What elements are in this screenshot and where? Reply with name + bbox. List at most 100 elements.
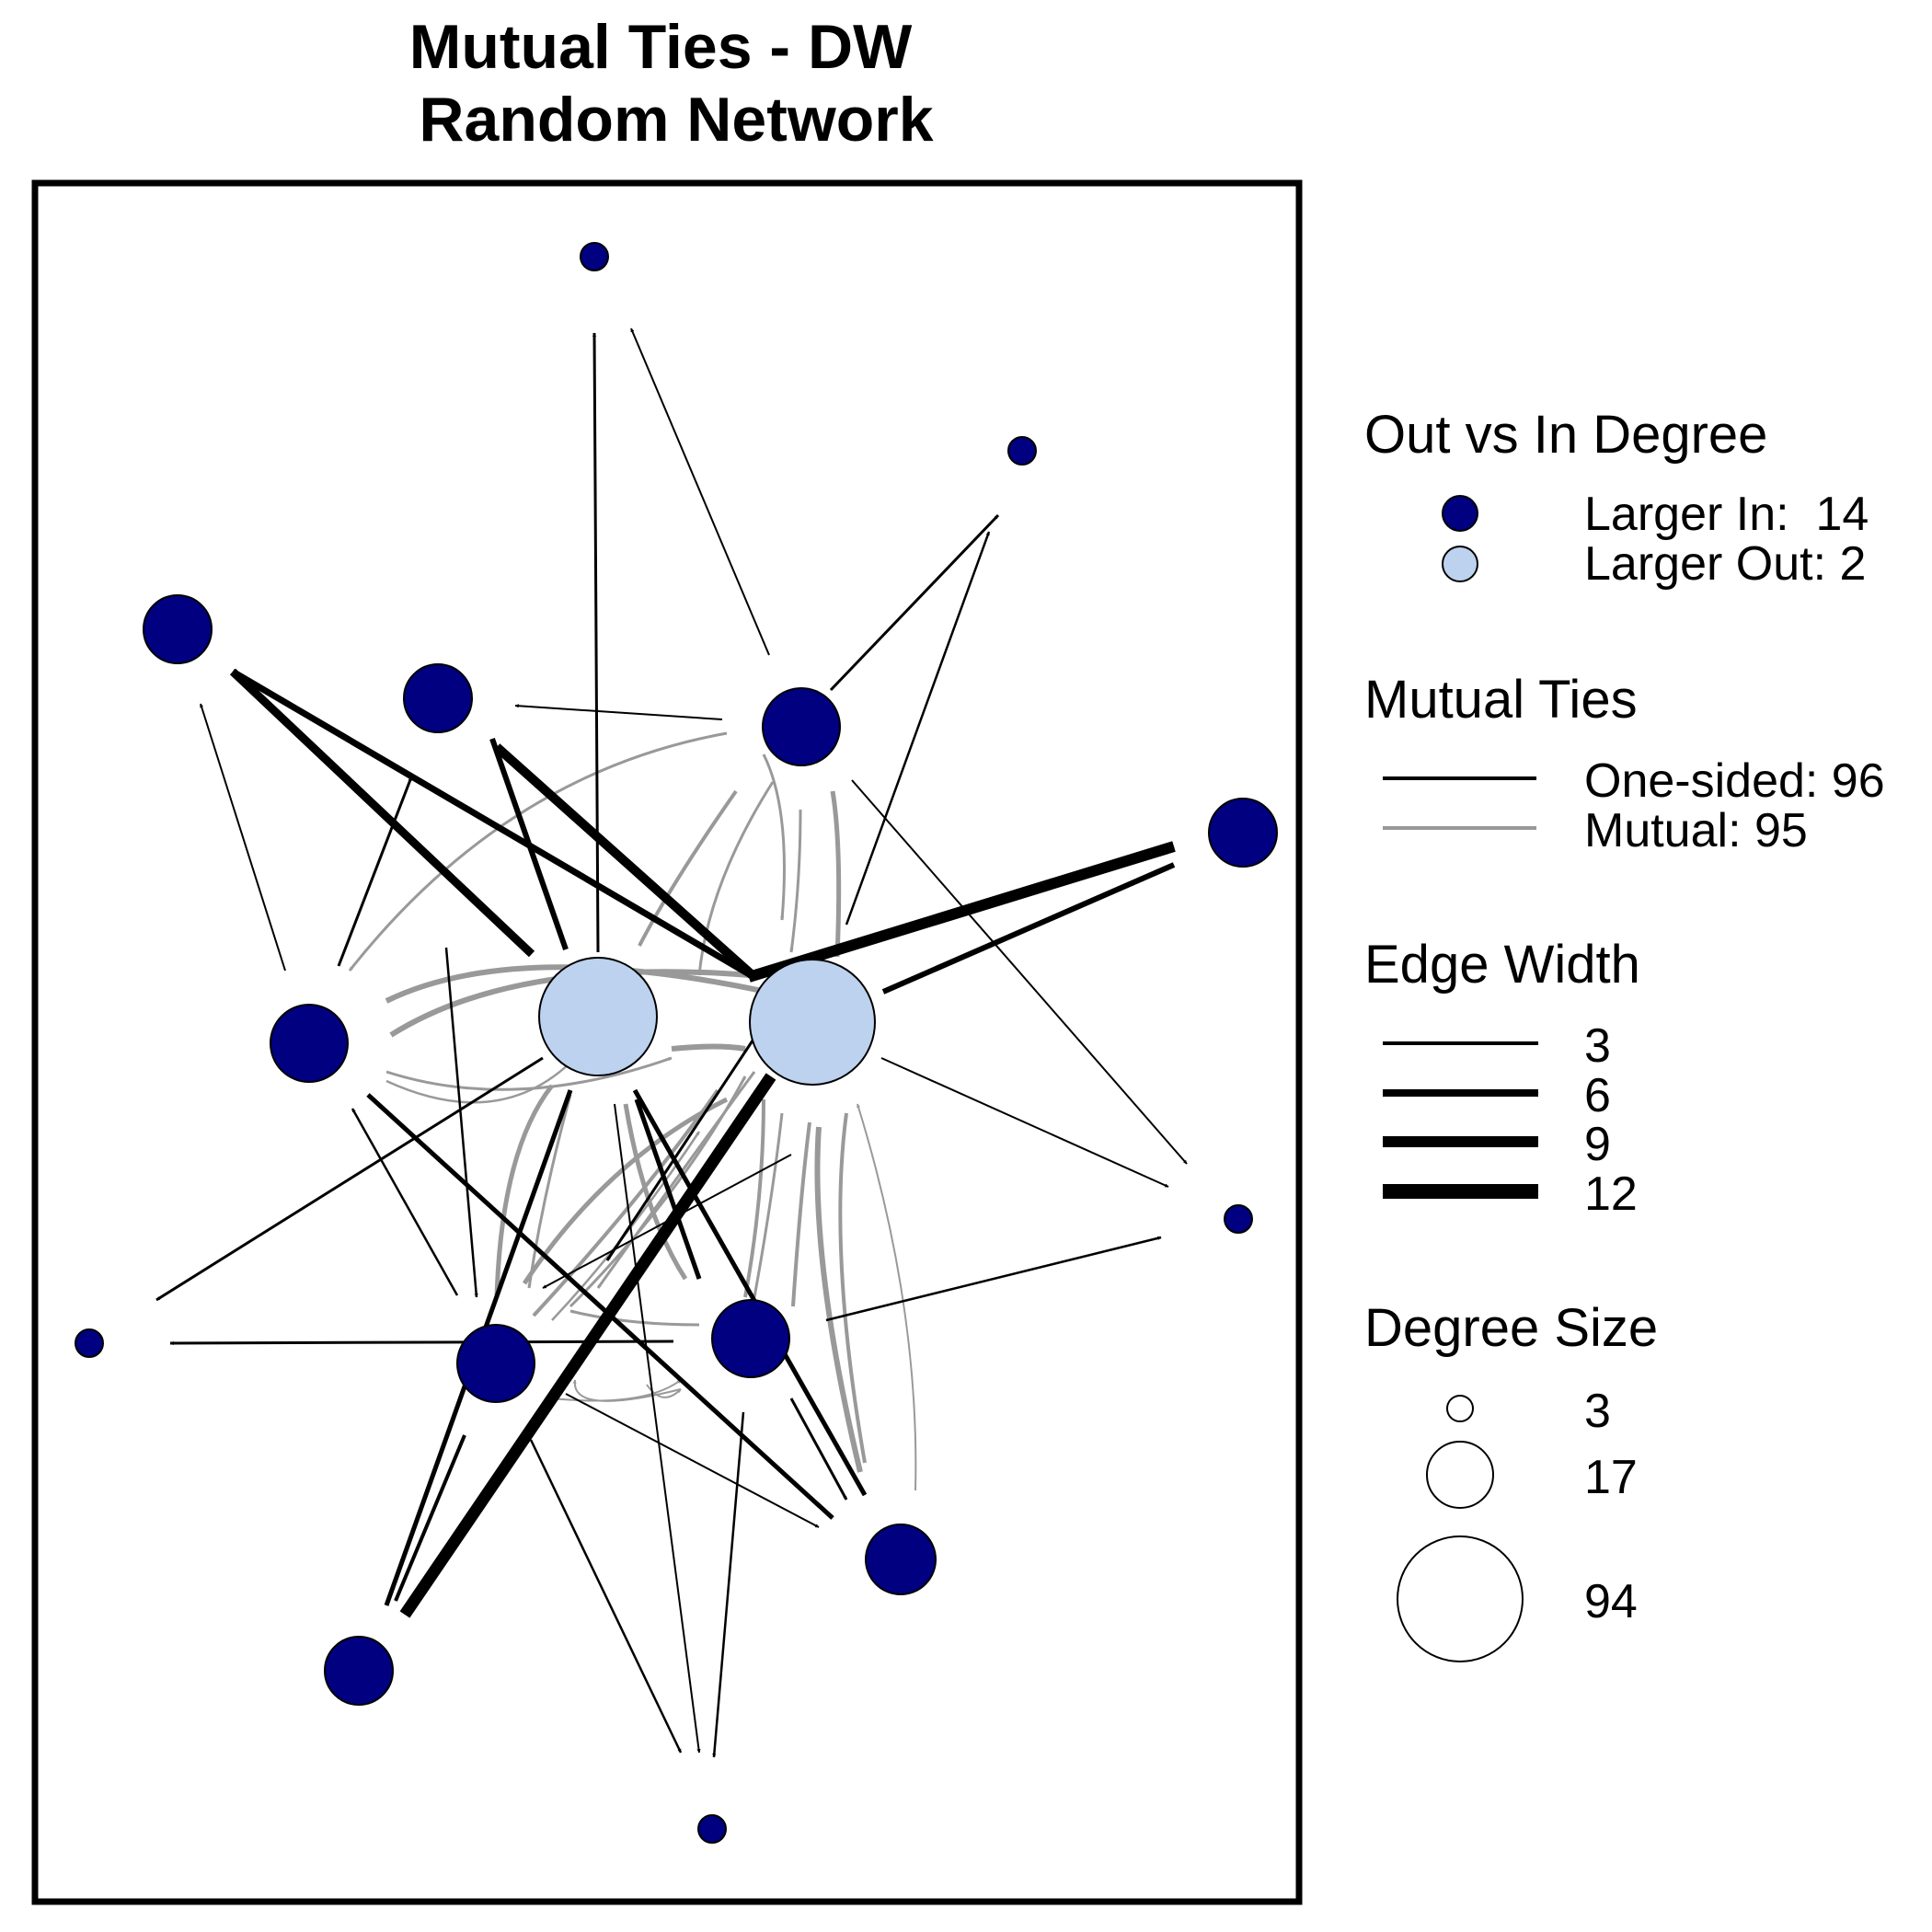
- mutual-edge: [596, 1071, 756, 1289]
- legend-larger-in-marker: [1442, 495, 1478, 532]
- mutual-edge: [389, 969, 751, 1038]
- legend-width-3-label: 3: [1584, 1019, 1611, 1073]
- node-n-far-right: [1208, 798, 1278, 868]
- one-sided-edge: [529, 1439, 683, 1754]
- mutual-edge: [814, 1126, 863, 1473]
- one-sided-edge: [565, 1393, 820, 1528]
- legend-size-17-marker: [1426, 1441, 1494, 1509]
- one-sided-edge: [351, 1108, 459, 1296]
- legend-width-12-label: 12: [1584, 1167, 1638, 1221]
- one-sided-edge: [155, 1056, 544, 1302]
- one-sided-edge: [747, 841, 1176, 983]
- node-hub-right: [749, 959, 876, 1086]
- mutual-edge: [527, 1094, 572, 1289]
- legend-width-9-label: 9: [1584, 1118, 1611, 1171]
- legend: Out vs In Degree Larger In: 14 Larger Ou…: [1364, 405, 1885, 1662]
- mutual-edge: [646, 1384, 682, 1398]
- one-sided-edge: [229, 668, 535, 958]
- one-sided-edge: [880, 1057, 1169, 1188]
- mutual-edge: [551, 1379, 682, 1402]
- mutual-edge: [572, 1379, 682, 1402]
- one-sided-edge: [337, 776, 413, 967]
- legend-larger-in-label: Larger In: 14: [1584, 488, 1869, 541]
- node-n-upper-left: [143, 594, 213, 664]
- node-n-right-small: [1224, 1204, 1253, 1234]
- node-n-mid-upper: [403, 663, 473, 733]
- legend-size-17-label: 17: [1584, 1451, 1638, 1504]
- legend-mutual-label: Mutual: 95: [1584, 804, 1808, 857]
- one-sided-edge: [605, 1031, 760, 1261]
- node-n-top: [580, 242, 609, 271]
- mutual-edge: [791, 1121, 811, 1307]
- mutual-edge: [532, 1088, 719, 1317]
- mutual-edge: [762, 753, 786, 921]
- one-sided-edge: [444, 947, 478, 1298]
- node-n-left: [270, 1004, 349, 1083]
- mutual-edge: [385, 964, 767, 1004]
- one-sided-edge: [825, 1236, 1162, 1322]
- one-sided-edge: [630, 328, 770, 656]
- plot-frame: [31, 179, 1303, 1905]
- one-sided-edge: [592, 332, 600, 953]
- network-nodes: [75, 242, 1278, 1844]
- node-hub-left: [538, 957, 658, 1076]
- one-sided-edge: [514, 704, 723, 720]
- figure-title-line-1: Mutual Ties - DW: [409, 12, 913, 82]
- node-n-upper-right: [1007, 436, 1037, 466]
- node-n-low-mid: [711, 1299, 790, 1378]
- one-sided-edge: [712, 1411, 745, 1758]
- mutual-edge: [838, 1112, 867, 1464]
- mutual-edge: [697, 781, 775, 976]
- node-n-far-left: [75, 1328, 104, 1358]
- one-sided-edge: [851, 779, 1188, 1165]
- legend-size-3-label: 3: [1584, 1385, 1611, 1438]
- legend-width-6-label: 6: [1584, 1069, 1611, 1122]
- legend-ties-heading: Mutual Ties: [1364, 670, 1638, 730]
- mutual-edge: [743, 1098, 765, 1298]
- node-n-bottom: [697, 1814, 727, 1844]
- node-n-bottom-left: [324, 1636, 394, 1706]
- mutual-edge: [348, 731, 728, 972]
- one-sided-edge: [489, 738, 569, 950]
- one-sided-edge: [881, 862, 1176, 995]
- one-sided-edge: [366, 1093, 834, 1520]
- legend-size-heading: Degree Size: [1364, 1298, 1658, 1358]
- mutual-edge: [830, 790, 842, 958]
- one-sided-edge: [614, 1103, 701, 1754]
- one-sided-edge: [200, 703, 286, 972]
- mutual-edge: [789, 809, 802, 953]
- mutual-edge: [385, 1062, 571, 1104]
- one-sided-edge: [493, 743, 758, 981]
- node-n-low-left: [456, 1324, 535, 1403]
- one-sided-edge: [169, 1340, 674, 1346]
- mutual-edge: [385, 1056, 673, 1091]
- legend-larger-out-label: Larger Out: 2: [1584, 537, 1866, 591]
- mutual-edge: [638, 789, 738, 947]
- legend-width-heading: Edge Width: [1364, 935, 1640, 995]
- one-sided-edge: [394, 1434, 466, 1602]
- one-sided-edge: [789, 1397, 848, 1501]
- legend-one-sided-label: One-sided: 96: [1584, 754, 1885, 808]
- mutual-edge: [857, 1103, 917, 1491]
- mutual-edge: [753, 1112, 784, 1298]
- node-n-center-top: [762, 687, 841, 766]
- one-sided-edge: [399, 1073, 776, 1618]
- one-sided-edge: [542, 1154, 792, 1289]
- one-sided-edge: [632, 1088, 868, 1497]
- legend-degree-heading: Out vs In Degree: [1364, 405, 1767, 465]
- mutual-edge: [494, 1084, 554, 1298]
- figure-title-line-2: Random Network: [419, 85, 933, 155]
- mutual-edge: [569, 1309, 700, 1327]
- one-sided-edge: [829, 513, 1000, 692]
- legend-size-94-label: 94: [1584, 1575, 1638, 1628]
- one-sided-edge: [231, 668, 753, 979]
- legend-size-3-marker: [1446, 1395, 1474, 1422]
- legend-size-94-marker: [1397, 1535, 1524, 1662]
- legend-larger-out-marker: [1442, 546, 1478, 582]
- node-n-low-right: [865, 1524, 937, 1595]
- one-sided-edge: [845, 531, 991, 926]
- mutual-edge: [671, 1043, 746, 1052]
- mutual-edge: [522, 1097, 729, 1285]
- one-sided-edge: [634, 1098, 702, 1280]
